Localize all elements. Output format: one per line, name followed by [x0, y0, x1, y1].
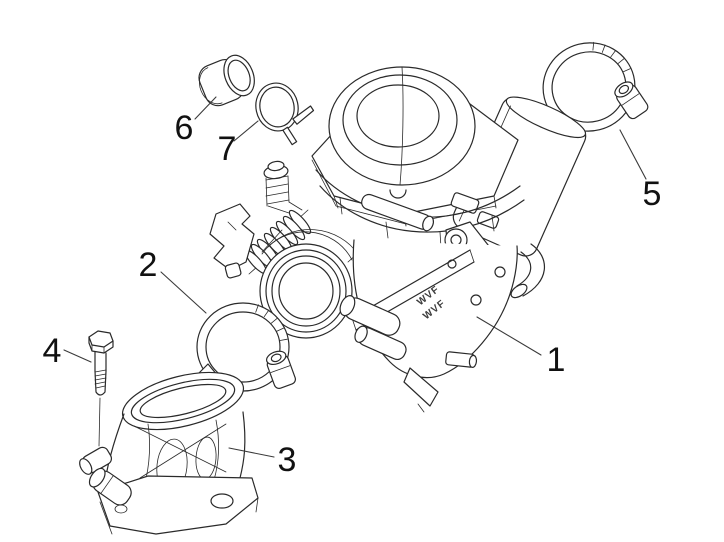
leader-4	[63, 349, 92, 363]
wire-spring-clamp-drawing	[255, 82, 315, 146]
spacer-bushing-drawing	[198, 54, 255, 107]
leader-7	[233, 120, 259, 142]
leader-2	[160, 271, 207, 314]
callout-4[interactable]: 4	[43, 332, 62, 370]
callout-1[interactable]: 1	[547, 341, 566, 379]
leader-lines	[63, 96, 647, 458]
leader-3	[228, 447, 275, 458]
callout-5[interactable]: 5	[643, 175, 662, 213]
callout-2[interactable]: 2	[139, 246, 158, 284]
leader-6	[194, 96, 217, 120]
adjuster-spring	[263, 160, 303, 215]
hex-bolt-drawing	[88, 330, 114, 447]
callout-6[interactable]: 6	[175, 109, 194, 147]
intake-manifold-drawing	[79, 363, 259, 535]
callout-3[interactable]: 3	[278, 441, 297, 479]
leader-1	[476, 316, 542, 356]
carburettor-assembly-drawing: WVF WVF	[209, 66, 587, 413]
leader-5	[619, 129, 647, 180]
callout-labels: 1 2 3 4 5 6 7	[43, 109, 662, 479]
callout-7[interactable]: 7	[218, 130, 237, 168]
